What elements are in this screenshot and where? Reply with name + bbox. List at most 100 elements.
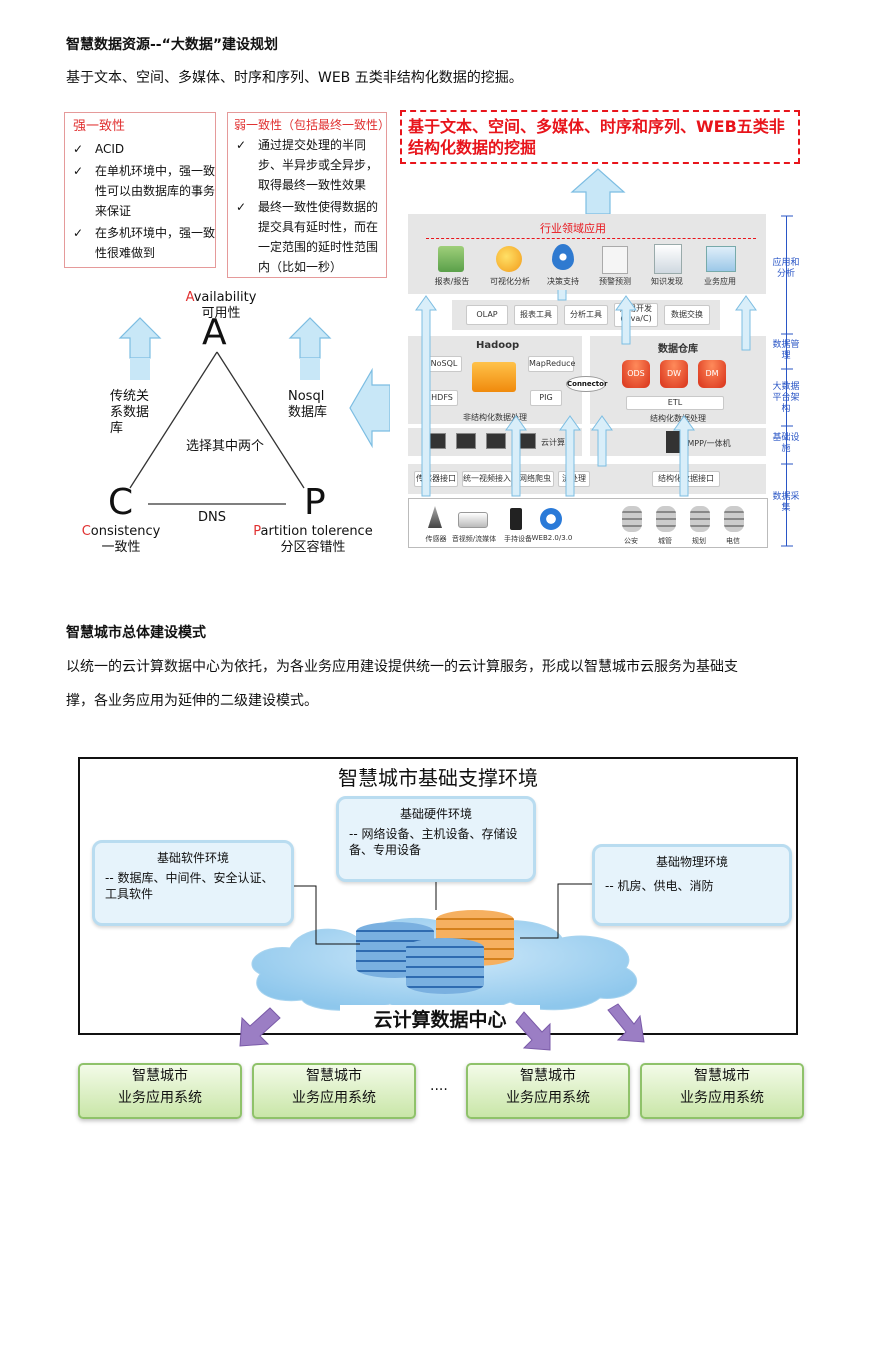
dw-icon: DW [660,360,688,388]
phone-icon [510,508,522,530]
tool-report: 报表工具 [514,305,558,325]
database-icon [690,506,710,532]
tool-exchange: 数据交换 [664,305,710,325]
layer-ticks [781,215,793,547]
app-label: 报表/报告 [434,277,470,286]
app-label: 知识发现 [651,277,683,286]
hardware-title: 基础硬件环境 [399,807,472,821]
app-label: 预警预测 [599,277,631,286]
section2-desc-line2: 撑，各业务应用为延伸的二级建设模式。 [66,693,318,709]
cap-letter-p: P [304,482,326,523]
camera-icon [458,512,488,528]
industry-divider [426,238,756,239]
database-blue-icon [406,938,484,994]
dm-icon: DM [698,360,726,388]
source-label: 音视频/流媒体 [451,535,497,543]
source-label: 城管 [658,537,672,545]
system-line2: 业务应用系统 [118,1090,202,1106]
section2-title: 智慧城市总体建设模式 [66,625,206,641]
system-line1: 智慧城市 [306,1068,362,1084]
layer-label: 数据管理 [772,340,800,361]
system-line2: 业务应用系统 [680,1090,764,1106]
connector-lines [288,880,592,945]
hadoop-item: NoSQL [426,356,462,372]
weak-consistency-box: 弱一致性（包括最终一致性） 通过提交处理的半同步、半异步或全异步，取得最终一致性… [227,112,390,278]
weak-item: 最终一致性使得数据的提交具有延时性，而在一定范围的延时性范围内（比如一秒） [228,197,386,277]
dw-title: 数据仓库 [658,344,698,355]
arrow-down-icon [515,1011,551,1051]
warning-icon [602,246,628,274]
dns-label: DNS [198,510,226,525]
system-line2: 业务应用系统 [292,1090,376,1106]
server-icon [486,433,506,449]
source-label: 规划 [692,537,706,545]
layer-label: 大数据平台架构 [772,382,800,414]
strong-item: 在多机环境中，强一致性很难做到 [65,223,215,263]
layer-axis [786,216,787,546]
physical-body: -- 机房、供电、消防 [605,879,714,893]
system-line1: 智慧城市 [132,1068,188,1084]
software-title: 基础软件环境 [156,851,229,865]
cap-center-text: 选择其中两个 [186,439,265,454]
strong-consistency-box: 强一致性 ACID 在单机环境中，强一致性可以由数据库的事务来保证 在多机环境中… [64,112,216,268]
arrow-down-right-icon [607,1003,645,1043]
database-icon [622,506,642,532]
hardware-bubble: 基础硬件环境 -- 网络设备、主机设备、存储设备、专用设备 [336,796,536,882]
strong-item: 在单机环境中，强一致性可以由数据库的事务来保证 [65,161,215,221]
section1-desc: 基于文本、空间、多媒体、时序和序列、WEB 五类非结构化数据的挖掘。 [66,70,523,86]
arrow-up-left-icon [118,317,162,359]
app-system-box: 智慧城市 业务应用系统 [78,1063,242,1119]
app-label: 可视化分析 [490,277,530,286]
system-line1: 智慧城市 [520,1068,576,1084]
arrow-down-left-icon [239,1007,281,1047]
business-icon [706,246,736,272]
source-label: 电信 [726,537,740,545]
source-label: 传感器 [425,535,447,543]
database-icon [656,506,676,532]
hadoop-title: Hadoop [476,340,520,351]
app-system-box: 智慧城市 业务应用系统 [466,1063,630,1119]
arch-up-arrow-icon [570,168,626,214]
cap-letter-a: A [202,312,227,353]
source-label: WEB2.0/3.0 [531,534,573,542]
web-icon [540,508,562,530]
hadoop-item: PIG [530,390,562,406]
hadoop-item: MapReduce [528,356,575,372]
triangle-edge-ap [216,351,305,489]
software-bubble: 基础软件环境 -- 数据库、中间件、安全认证、工具软件 [92,840,294,926]
arch-headline: 基于文本、空间、多媒体、时序和序列、WEB五类非结构化数据的挖掘 [408,117,785,157]
hardware-body: -- 网络设备、主机设备、存储设备、专用设备 [349,827,518,857]
connector-badge: Connector [566,376,607,392]
triangle-edge-ac [129,351,218,489]
app-label: 决策支持 [547,277,579,286]
city-title: 智慧城市基础支撑环境 [338,766,538,790]
source-label: 手持设备 [504,535,532,543]
app-system-box: 智慧城市 业务应用系统 [252,1063,416,1119]
down-arrows [239,1003,645,1051]
database-icon [724,506,744,532]
tool-olap: OLAP [466,305,508,325]
section1-title: 智慧数据资源--“大数据”建设规划 [66,37,279,53]
ellipsis: .... [430,1078,448,1094]
weak-item: 通过提交处理的半同步、半异步或全异步，取得最终一致性效果 [228,135,386,195]
cloud-label: 云计算 [541,438,565,447]
software-body: -- 数据库、中间件、安全认证、工具软件 [105,871,274,901]
physical-title: 基础物理环境 [655,855,728,869]
mpp-label: MPP/一体机 [687,439,731,448]
physical-bubble: 基础物理环境 -- 机房、供电、消防 [592,844,792,926]
industry-title: 行业领域应用 [540,222,606,235]
strong-item: ACID [65,139,215,159]
city-frame [78,757,798,1035]
structured-label: 结构化数据处理 [650,414,706,423]
interface-item: 统一视频接入 [462,471,512,487]
cloud-dc-label: 云计算数据中心 [340,1005,540,1032]
app-label: 业务应用 [704,277,736,286]
ods-icon: ODS [622,360,650,388]
traditional-db-note: 传统关系数据库 [110,389,150,436]
nosql-db-note: Nosql数据库 [288,389,328,420]
cap-letter-c: C [108,482,134,523]
hadoop-cluster-icon [472,362,516,392]
layer-label: 数据采集 [772,492,800,513]
tool-analysis: 分析工具 [564,305,608,325]
